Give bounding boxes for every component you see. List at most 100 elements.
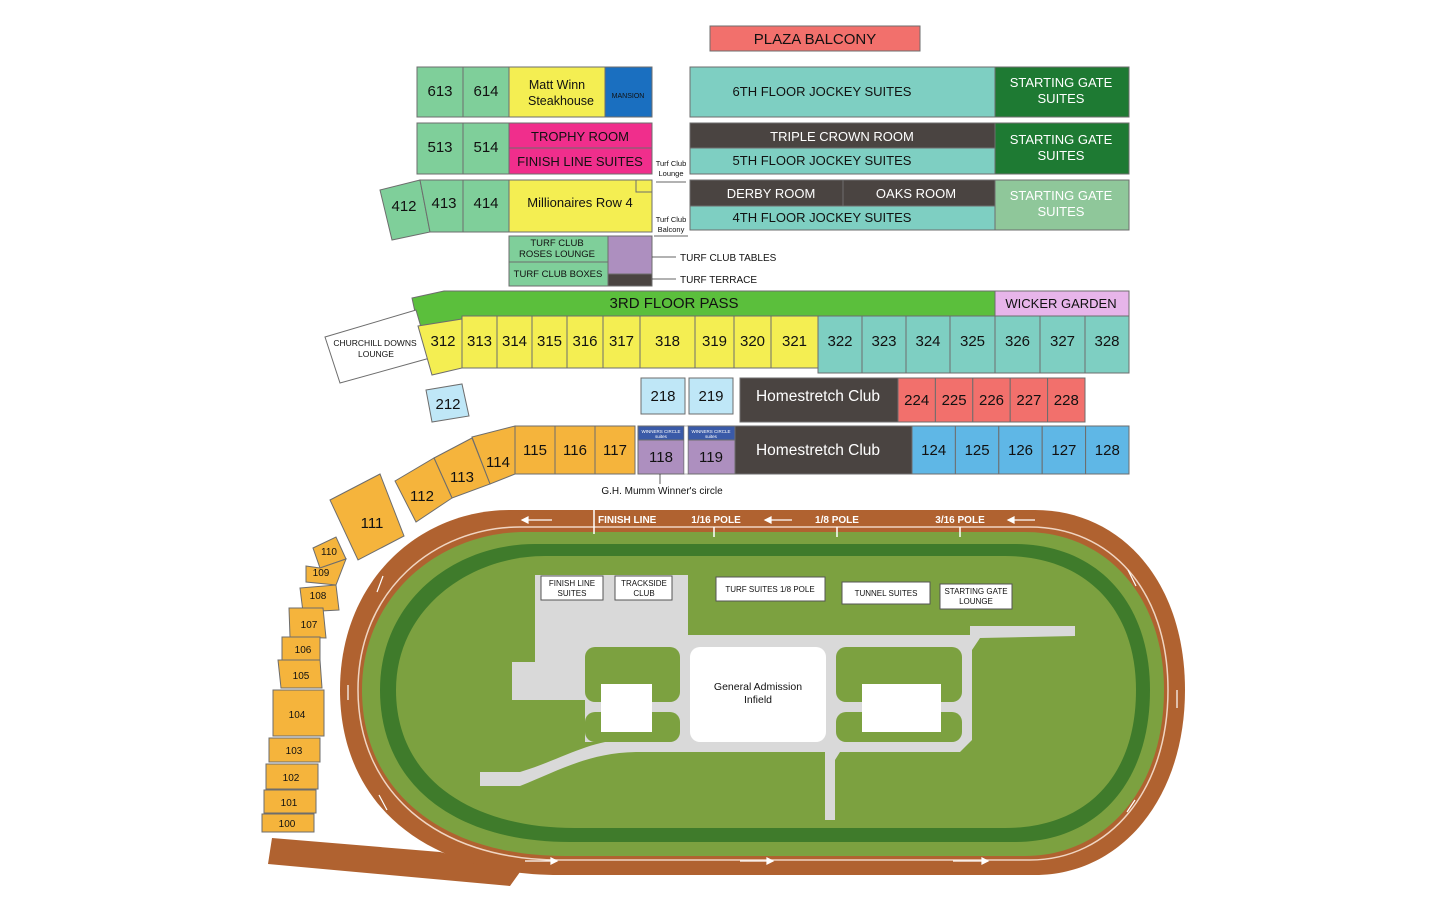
section-105[interactable]: 105 <box>277 659 323 689</box>
section-109-label: 109 <box>313 568 330 579</box>
starting-gate-suites-5[interactable] <box>994 122 1130 175</box>
section-113[interactable]: 113 <box>433 437 491 499</box>
section-414[interactable] <box>462 179 510 233</box>
section-124[interactable]: 124 <box>911 425 956 475</box>
turf-club-lounge[interactable] <box>635 179 653 193</box>
section-212[interactable] <box>425 383 470 423</box>
section-104[interactable]: 104 <box>272 689 325 737</box>
homestretch-club-2[interactable] <box>739 377 899 423</box>
section-115[interactable]: 115 <box>514 425 556 475</box>
section-514[interactable] <box>462 122 510 175</box>
section-101[interactable]: 101 <box>263 789 317 814</box>
section-228[interactable]: 228 <box>1047 377 1086 423</box>
mansion[interactable] <box>604 66 653 118</box>
sixth-floor-jockey-suites[interactable] <box>689 66 996 118</box>
svg-text:SUITES: SUITES <box>1038 91 1085 106</box>
section-219[interactable] <box>688 377 734 415</box>
section-125-label: 125 <box>965 442 990 459</box>
millionaires-row-4[interactable] <box>508 179 653 233</box>
section-125[interactable]: 125 <box>954 425 1000 475</box>
section-116[interactable]: 116 <box>554 425 596 475</box>
section-126[interactable]: 126 <box>998 425 1043 475</box>
section-318[interactable]: 318 <box>639 315 696 369</box>
svg-text:CHURCHILL DOWNS: CHURCHILL DOWNS <box>333 338 417 348</box>
svg-text:Millionaires Row 4: Millionaires Row 4 <box>527 195 632 210</box>
section-317[interactable]: 317 <box>602 315 641 369</box>
turf-club-tables[interactable] <box>607 235 653 275</box>
section-109[interactable]: 109 <box>305 558 347 586</box>
section-324[interactable]: 324 <box>905 315 951 374</box>
finish-line-label: FINISH LINE <box>598 515 657 526</box>
section-316[interactable]: 316 <box>566 315 604 369</box>
section-106[interactable]: 106 <box>281 636 321 661</box>
matt-winn-steakhouse[interactable] <box>508 66 606 118</box>
svg-text:514: 514 <box>473 139 498 156</box>
section-127[interactable]: 127 <box>1041 425 1087 475</box>
section-124-label: 124 <box>921 442 946 459</box>
section-312[interactable]: 312 <box>417 318 463 376</box>
section-328-label: 328 <box>1094 333 1119 350</box>
section-323[interactable]: 323 <box>861 315 907 374</box>
section-323-label: 323 <box>871 333 896 350</box>
section-319[interactable]: 319 <box>694 315 735 369</box>
svg-text:TRACKSIDE: TRACKSIDE <box>621 579 667 588</box>
section-218[interactable] <box>640 377 686 415</box>
section-104-label: 104 <box>289 710 306 721</box>
section-320[interactable]: 320 <box>733 315 772 369</box>
mumm-winners-circle-label: G.H. Mumm Winner's circle <box>601 486 723 497</box>
section-313-label: 313 <box>467 333 492 350</box>
section-224[interactable]: 224 <box>897 377 936 423</box>
section-313[interactable]: 313 <box>461 315 498 369</box>
svg-text:FINISH LINE SUITES: FINISH LINE SUITES <box>517 154 643 169</box>
section-111[interactable]: 111 <box>329 473 405 561</box>
section-224-label: 224 <box>904 392 929 409</box>
section-327[interactable]: 327 <box>1039 315 1086 374</box>
triple-crown-room[interactable] <box>689 122 996 149</box>
wicker-garden[interactable] <box>994 290 1130 317</box>
section-107[interactable]: 107 <box>288 607 327 639</box>
section-321[interactable]: 321 <box>770 315 819 369</box>
section-112[interactable]: 112 <box>394 457 453 523</box>
section-108[interactable]: 108 <box>299 584 340 613</box>
fourth-floor-jockey-suites[interactable] <box>689 205 996 231</box>
section-118-label: 118 <box>649 449 673 466</box>
trophy-room[interactable] <box>508 122 653 149</box>
section-513[interactable] <box>416 122 464 175</box>
svg-text:Lounge: Lounge <box>658 169 683 178</box>
starting-gate-suites-4[interactable] <box>994 179 1130 231</box>
section-102-label: 102 <box>283 773 300 784</box>
fifth-floor-jockey-suites[interactable] <box>689 147 996 175</box>
ga-label-2: Infield <box>744 694 772 706</box>
section-102[interactable]: 102 <box>265 763 319 790</box>
starting-gate-suites-6[interactable] <box>994 66 1130 118</box>
plaza-balcony-label: PLAZA BALCONY <box>754 31 877 48</box>
section-119[interactable]: 119 <box>687 439 736 475</box>
turf-terrace[interactable] <box>607 273 653 287</box>
svg-text:614: 614 <box>473 83 498 100</box>
homestretch-club-1[interactable] <box>734 425 913 475</box>
svg-text:OAKS ROOM: OAKS ROOM <box>876 186 956 201</box>
section-322[interactable]: 322 <box>817 315 863 374</box>
infield-suites[interactable]: FINISH LINE SUITES TRACKSIDE CLUB TURF S… <box>540 575 1013 610</box>
section-103[interactable]: 103 <box>268 737 321 763</box>
section-315[interactable]: 315 <box>531 315 568 369</box>
finish-line-suites[interactable] <box>508 147 653 175</box>
plaza-balcony[interactable] <box>709 25 921 52</box>
svg-text:WINNERS CIRCLE: WINNERS CIRCLE <box>641 429 680 434</box>
svg-text:SUITES: SUITES <box>1038 204 1085 219</box>
section-314[interactable]: 314 <box>496 315 533 369</box>
svg-text:STARTING GATE: STARTING GATE <box>1010 132 1113 147</box>
section-128[interactable]: 128 <box>1085 425 1130 475</box>
section-328[interactable]: 328 <box>1084 315 1130 374</box>
section-227[interactable]: 227 <box>1009 377 1049 423</box>
derby-room[interactable] <box>689 179 844 207</box>
section-100[interactable]: 100 <box>261 813 315 833</box>
section-326[interactable]: 326 <box>994 315 1041 374</box>
pole-1-16-label: 1/16 POLE <box>691 515 741 526</box>
section-117[interactable]: 117 <box>594 425 636 475</box>
section-325[interactable]: 325 <box>949 315 996 374</box>
section-118[interactable]: 118 <box>637 439 685 475</box>
section-225[interactable]: 225 <box>934 377 974 423</box>
section-226[interactable]: 226 <box>972 377 1011 423</box>
